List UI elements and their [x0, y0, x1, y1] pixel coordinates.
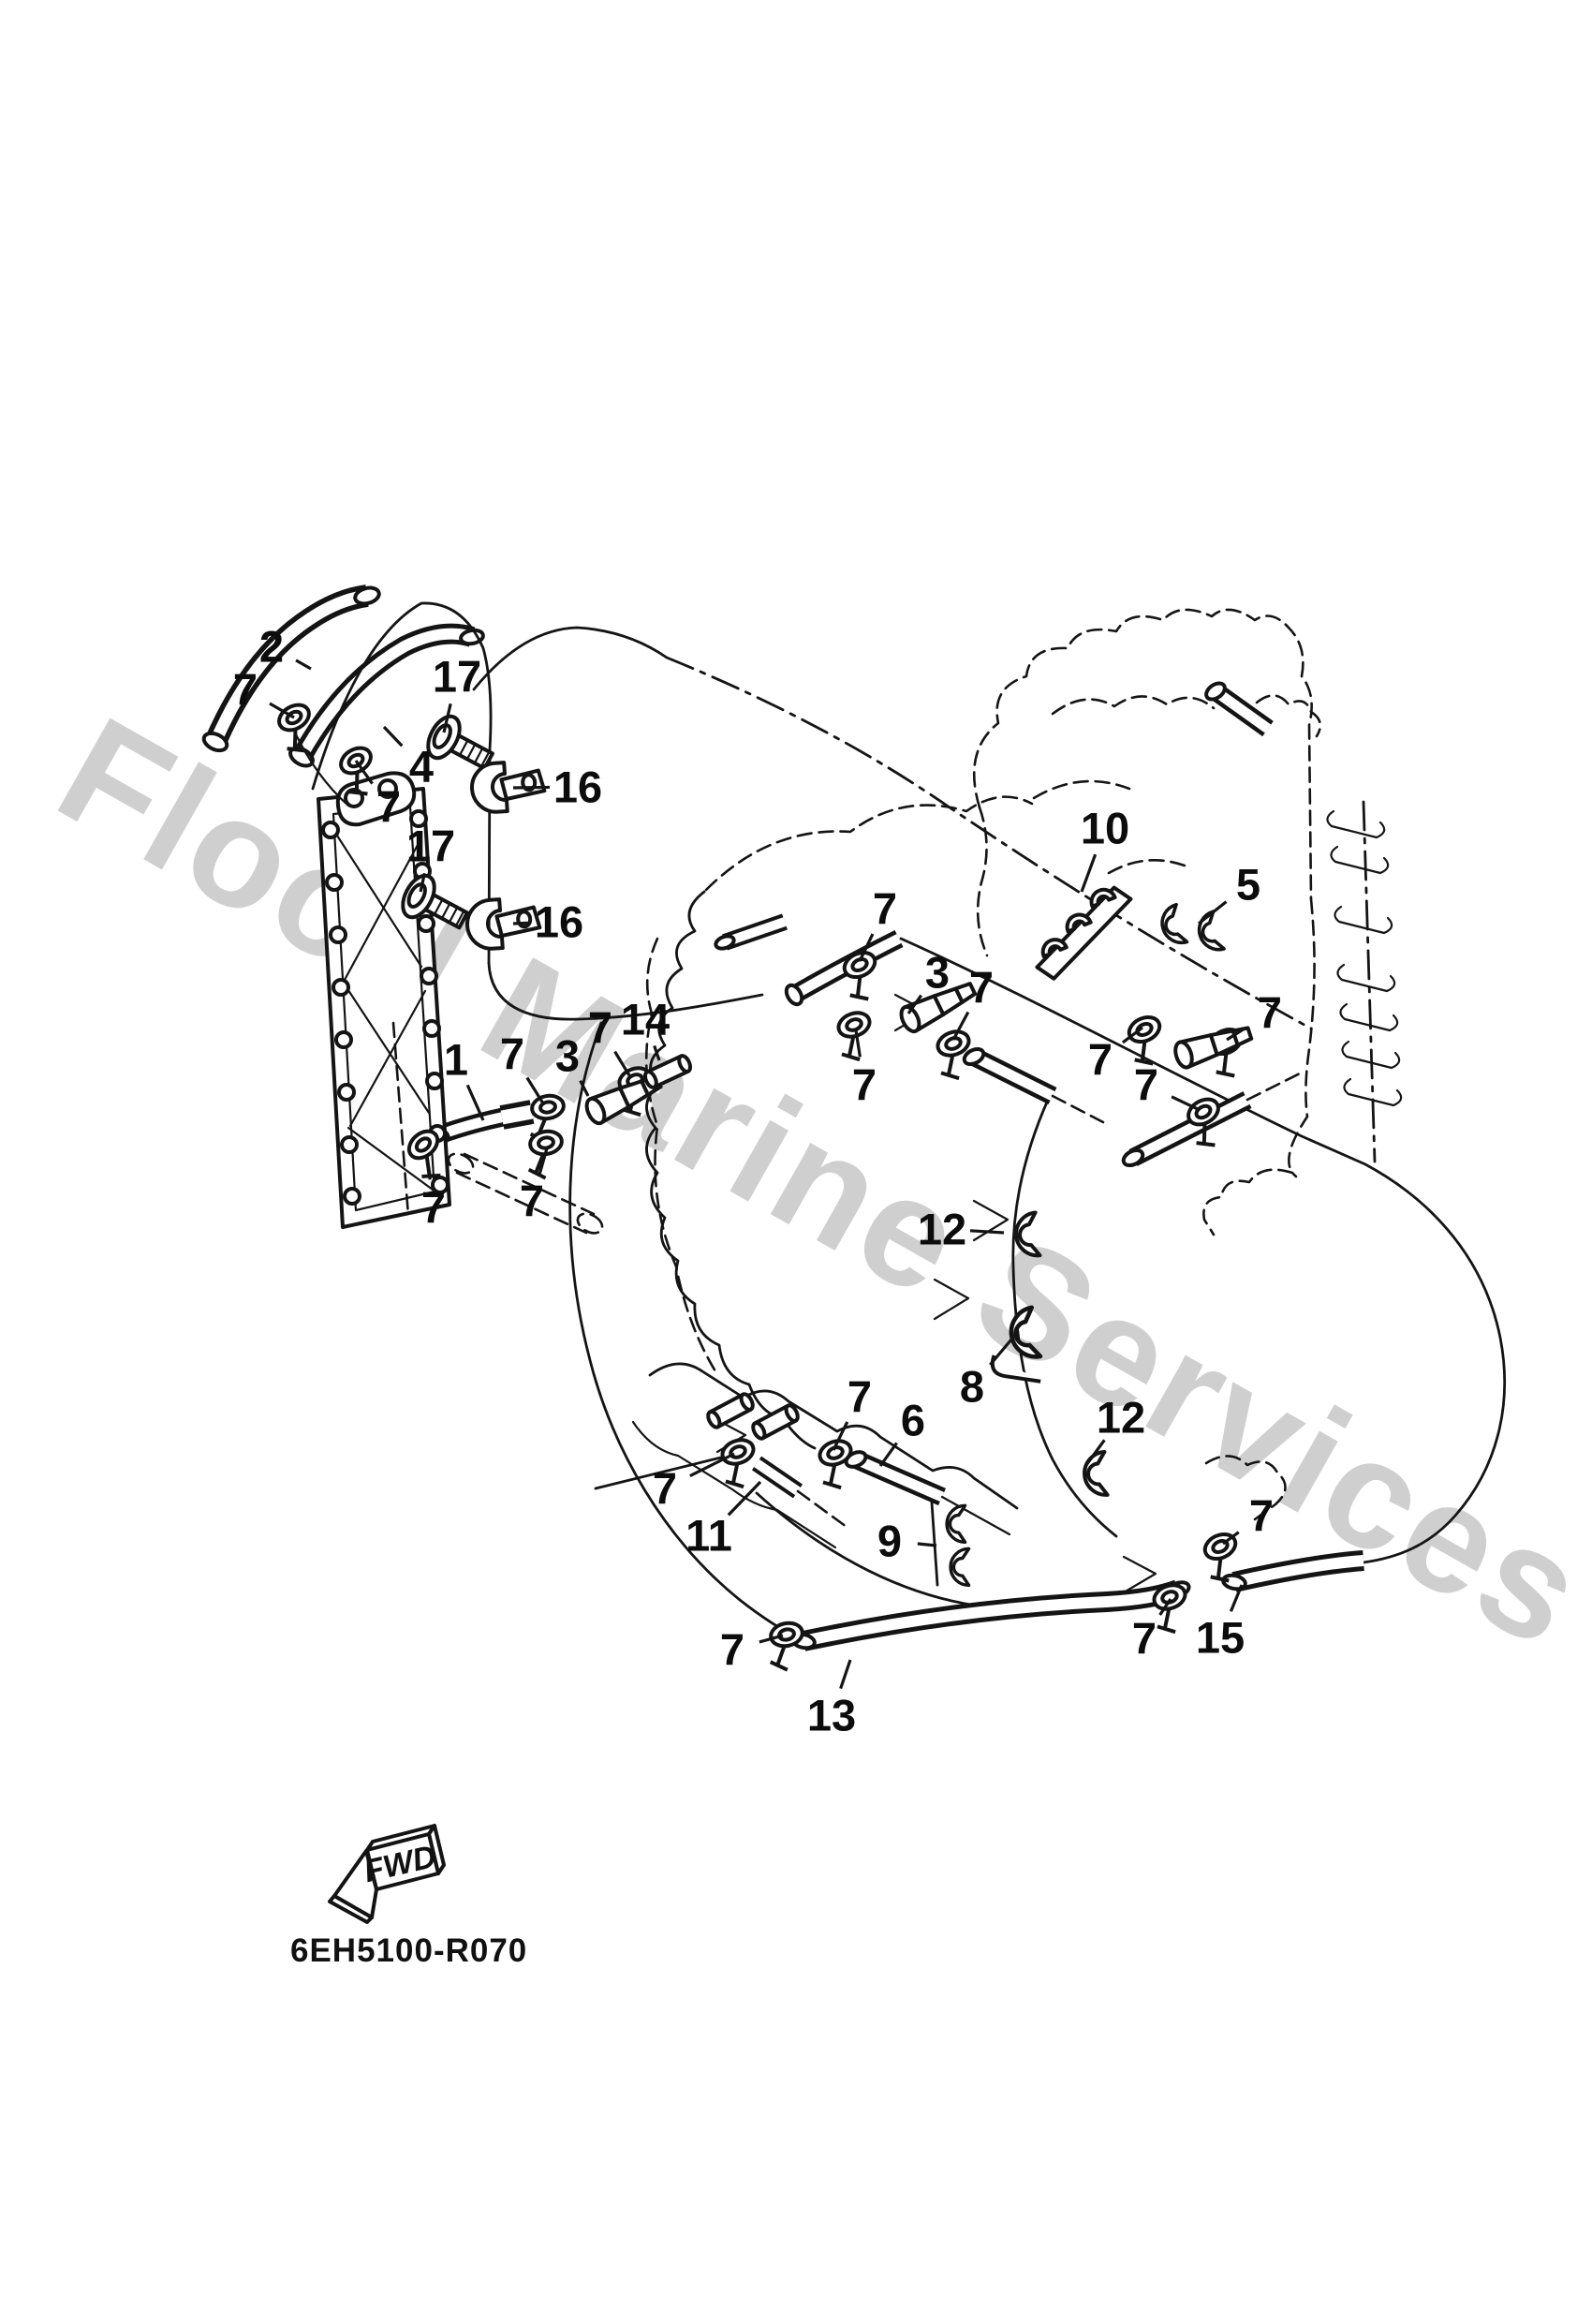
callout-label: 7 — [1258, 988, 1282, 1038]
leader-line — [269, 702, 295, 719]
leader-line — [951, 1011, 970, 1041]
callout-label: 7 — [520, 1177, 544, 1226]
leader-line — [295, 659, 312, 671]
leader-line — [989, 1338, 1013, 1367]
callout-label: 16 — [535, 897, 583, 947]
callout-label: 17 — [406, 822, 455, 871]
leader-line — [442, 703, 452, 733]
callout-label: 16 — [553, 762, 602, 812]
leader-line — [425, 1155, 432, 1180]
leader-line — [1158, 1598, 1172, 1616]
leader-line — [759, 1634, 784, 1644]
callout-label: 10 — [1081, 804, 1129, 853]
leader-line — [613, 1050, 631, 1076]
callout-label: 7 — [421, 1183, 446, 1233]
leader-line — [1226, 1026, 1247, 1042]
leader-line — [1229, 1584, 1244, 1612]
leader-line — [538, 1147, 549, 1175]
engine-line-art — [201, 585, 1507, 1651]
leader-line — [579, 1079, 590, 1097]
callout-label: 13 — [807, 1691, 856, 1740]
callout-label: 12 — [918, 1205, 966, 1254]
callout-label: 4 — [409, 742, 434, 792]
callout-label: 7 — [500, 1029, 524, 1079]
leader-lines-layer — [269, 659, 1247, 1690]
callout-label: 3 — [925, 948, 950, 998]
callout-label: 7 — [1088, 1035, 1113, 1085]
drawing-code: 6EH5100-R070 — [290, 1932, 527, 1969]
leader-line — [1171, 1095, 1201, 1112]
leader-line — [465, 1084, 485, 1121]
callout-label: 14 — [621, 995, 670, 1044]
leader-line — [525, 1076, 545, 1104]
callout-label: 7 — [852, 1060, 877, 1110]
callout-label: 7 — [720, 1625, 744, 1675]
leader-line — [854, 1029, 862, 1058]
leader-line — [653, 1044, 661, 1061]
leader-line — [419, 872, 426, 893]
callout-label: 11 — [685, 1511, 732, 1561]
leader-line — [1084, 1439, 1106, 1466]
callout-label: 9 — [877, 1517, 902, 1566]
callout-label: 17 — [433, 652, 481, 702]
callout-label: 7 — [1249, 1491, 1274, 1541]
leader-line — [917, 1542, 937, 1547]
callout-label: 1 — [444, 1035, 468, 1085]
callout-label: 7 — [588, 1003, 612, 1053]
leader-line — [839, 1659, 852, 1690]
callout-label: 7 — [233, 665, 258, 715]
leader-line — [858, 933, 875, 962]
leader-line — [1222, 1531, 1240, 1546]
leader-line — [1080, 853, 1098, 893]
callout-label: 8 — [960, 1362, 984, 1412]
leader-line — [354, 760, 374, 785]
leader-line — [689, 1452, 735, 1478]
callout-label: 7 — [376, 782, 401, 832]
callout-label: 12 — [1097, 1393, 1145, 1443]
callout-label: 2 — [259, 622, 284, 672]
callout-label: 7 — [969, 963, 994, 1013]
callout-label: 7 — [1132, 1614, 1157, 1664]
leader-line — [512, 785, 551, 790]
leader-line — [1121, 1026, 1143, 1044]
leader-line — [382, 725, 404, 748]
callout-label: 5 — [1236, 860, 1260, 910]
callout-label: 7 — [1134, 1060, 1158, 1110]
leader-line — [969, 1229, 1005, 1235]
callout-label: 15 — [1196, 1613, 1245, 1663]
leader-line — [512, 921, 532, 925]
callout-label: 3 — [555, 1031, 580, 1081]
callout-label: 6 — [901, 1396, 925, 1445]
callout-label: 7 — [653, 1464, 677, 1514]
leader-line — [878, 1442, 898, 1467]
leader-line — [1198, 900, 1228, 925]
leader-line — [832, 1421, 849, 1451]
leader-line — [906, 994, 923, 1014]
callout-label: 7 — [873, 884, 897, 934]
leader-line — [727, 1480, 762, 1517]
callout-label: 7 — [847, 1372, 872, 1422]
